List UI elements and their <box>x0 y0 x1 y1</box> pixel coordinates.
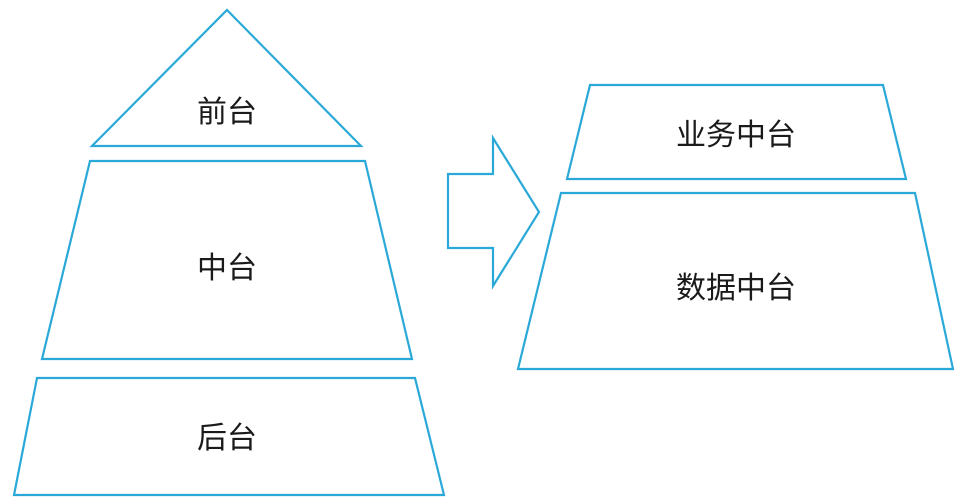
front-tier-label: 前台 <box>197 95 257 130</box>
back-tier-trapezoid <box>12 376 446 497</box>
data-middle-platform-trapezoid <box>516 191 955 371</box>
back-tier-label: 后台 <box>197 421 257 456</box>
middle-tier-trapezoid <box>40 159 414 361</box>
business-middle-platform-trapezoid <box>565 83 908 181</box>
business-middle-platform-label: 业务中台 <box>676 118 796 153</box>
front-tier-triangle <box>89 8 364 148</box>
data-middle-platform-label: 数据中台 <box>676 271 796 306</box>
right-stack: 业务中台 数据中台 <box>516 83 955 371</box>
right-arrow-icon <box>446 134 541 290</box>
left-stack: 前台 中台 后台 <box>12 8 446 497</box>
middle-tier-label: 中台 <box>197 251 257 286</box>
